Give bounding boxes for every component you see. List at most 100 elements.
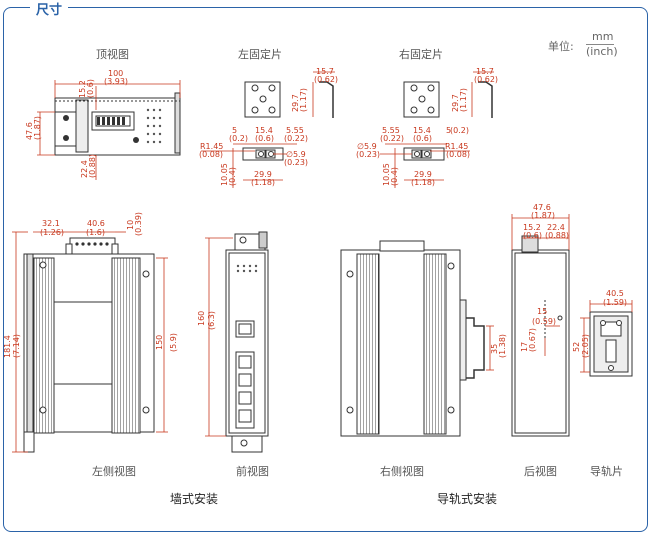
dim-ls-181-4-inch: (7.14) (12, 334, 21, 358)
label-left-bracket: 左固定片 (238, 48, 282, 61)
dim-top-47-6: 47.6 (25, 122, 34, 140)
dim-dr-52: 52 (572, 342, 581, 352)
left-bracket-front (244, 81, 281, 118)
left-side-dimension-lines (12, 231, 168, 453)
dim-top-22-4: 22.4 (80, 160, 89, 178)
dim-rb-5-inch: (0.2) (450, 126, 469, 135)
dim-rv-17: 17 (520, 342, 529, 352)
rear-view-screw (557, 315, 563, 321)
dim-rv-22-4-inch: (0.88) (545, 231, 569, 240)
dim-rv-47-6: 47.6 (533, 203, 551, 212)
top-view-dimension-text: 100 (3.93) 15.2 (0.6) 47.6 (1.87) 22.4 (… (25, 69, 128, 178)
dim-lb-10-05: 10.05 (220, 163, 229, 186)
dim-rb-d5-9-inch: (0.23) (356, 150, 380, 159)
dim-ls-40-6-inch: (1.6) (86, 228, 105, 237)
left-bracket-side (319, 81, 334, 118)
din-rail-clip-dimension-text: 40.5 (1.59) 52 (2.05) (572, 289, 627, 358)
dim-top-15-2-inch: (0.6) (86, 79, 95, 98)
dim-ls-10: 10 (126, 220, 135, 230)
dim-top-100: 100 (108, 69, 123, 78)
front-view-dimension-lines (205, 237, 233, 437)
top-view-details (63, 108, 162, 144)
dim-lb-29-7: 29.7 (291, 94, 300, 112)
dim-rb-r1-45-inch: (0.08) (446, 150, 470, 159)
dim-lb-r1-45-inch: (0.08) (199, 150, 223, 159)
label-top-view: 顶视图 (96, 48, 129, 61)
dim-dr-40-5: 40.5 (606, 289, 624, 298)
section-title: 尺寸 (30, 4, 69, 17)
dim-rs-35-inch: (1.38) (498, 334, 507, 358)
dim-rb-29-9-inch: (1.18) (411, 178, 435, 187)
unit-inch: (inch) (586, 45, 618, 58)
section-frame: 尺寸 (3, 4, 648, 532)
right-side-view (340, 240, 467, 437)
dim-rb-r1-45: R1.45 (445, 142, 468, 151)
dim-lb-15-7-inch: (0.62) (314, 75, 338, 84)
label-front-view: 前视图 (236, 465, 269, 478)
dim-lb-29-7-inch: (1.17) (299, 88, 308, 112)
dim-rb-29-9: 29.9 (414, 170, 432, 179)
dim-rb-5-55: 5.55 (382, 126, 400, 135)
dim-lb-15-7: 15.7 (316, 67, 334, 76)
dim-fr-160: 160 (197, 311, 206, 326)
unit-fraction-line (586, 44, 614, 45)
dim-top-47-6-inch: (1.87) (33, 116, 42, 140)
dim-ls-150: 150 (155, 335, 164, 350)
right-bracket-dimension-lines (380, 71, 494, 188)
label-right-bracket: 右固定片 (399, 48, 443, 61)
dim-rb-10-05-inch: (0.4) (390, 167, 399, 186)
dim-lb-29-9-inch: (1.18) (251, 178, 275, 187)
right-side-dimension-text: 35 (1.38) (490, 334, 507, 358)
label-right-side-view: 右侧视图 (380, 465, 424, 478)
dim-rb-29-7-inch: (1.17) (459, 88, 468, 112)
front-view-screws (239, 236, 248, 447)
dim-lb-d5-9: ∅5.9 (286, 150, 306, 159)
right-bracket-side (478, 81, 493, 118)
caption-wall-mount: 墙式安装 (170, 492, 219, 506)
dim-top-100-inch: (3.93) (104, 77, 128, 86)
dim-ls-32-1-inch: (1.26) (40, 228, 64, 237)
dim-lb-5-inch: (0.2) (229, 134, 248, 143)
dim-dr-40-5-inch: (1.59) (603, 298, 627, 307)
dim-rb-15-4: 15.4 (413, 126, 431, 135)
left-side-terminal-pins (75, 242, 109, 246)
din-rail-profile (466, 317, 485, 379)
dim-top-22-4-inch: (0.88) (88, 154, 97, 178)
dim-rb-d5-9: ∅5.9 (357, 142, 377, 151)
top-view-dimension-lines (37, 80, 181, 180)
din-rail-clip-dimension-lines (580, 300, 633, 373)
dim-rb-15-7-inch: (0.62) (474, 75, 498, 84)
unit-label: 单位: (548, 40, 574, 53)
rear-view-dimension-text: 47.6 (1.87) 15.2 (0.6) 22.4 (0.88) 15 (0… (520, 203, 569, 352)
dim-lb-29-9: 29.9 (254, 170, 272, 179)
dim-rb-10-05: 10.05 (382, 163, 391, 186)
dim-rv-17-inch: (0.67) (528, 328, 537, 352)
dim-rv-15-2-inch: (0.6) (523, 231, 542, 240)
din-rail-clip (589, 311, 633, 377)
unit-mm: mm (592, 30, 614, 43)
dim-lb-15-4-inch: (0.6) (255, 134, 274, 143)
top-view (54, 92, 181, 156)
right-bracket-front (403, 81, 440, 118)
dim-lb-15-4: 15.4 (255, 126, 273, 135)
dim-lb-r1-45: R1.45 (200, 142, 223, 151)
dim-lb-10-05-inch: (0.4) (228, 167, 237, 186)
dim-rv-15: 15 (537, 307, 547, 316)
rear-view (511, 235, 570, 437)
dim-lb-d5-9-inch: (0.23) (284, 158, 308, 167)
label-left-side-view: 左侧视图 (92, 465, 136, 478)
front-view (225, 231, 269, 453)
left-side-view (23, 237, 155, 453)
dim-ls-32-1: 32.1 (42, 219, 60, 228)
dim-ls-150-inch: (5.9) (169, 333, 178, 352)
dim-ls-10-inch: (0.39) (134, 212, 143, 236)
front-view-leds (236, 264, 258, 273)
dim-rv-47-6-inch: (1.87) (531, 211, 555, 220)
dim-top-15-2: 15.2 (78, 80, 87, 98)
left-bracket-dimension-text: 15.7 (0.62) 29.7 (1.17) 5 (0.2) 15.4 (0.… (199, 67, 338, 187)
dim-ls-40-6: 40.6 (87, 219, 105, 228)
dim-lb-5-55: 5.55 (286, 126, 304, 135)
right-bracket-dimension-text: 15.7 (0.62) 29.7 (1.17) 5.55 (0.22) 15.4… (356, 67, 498, 187)
dim-fr-160-inch: (6.3) (207, 311, 216, 330)
